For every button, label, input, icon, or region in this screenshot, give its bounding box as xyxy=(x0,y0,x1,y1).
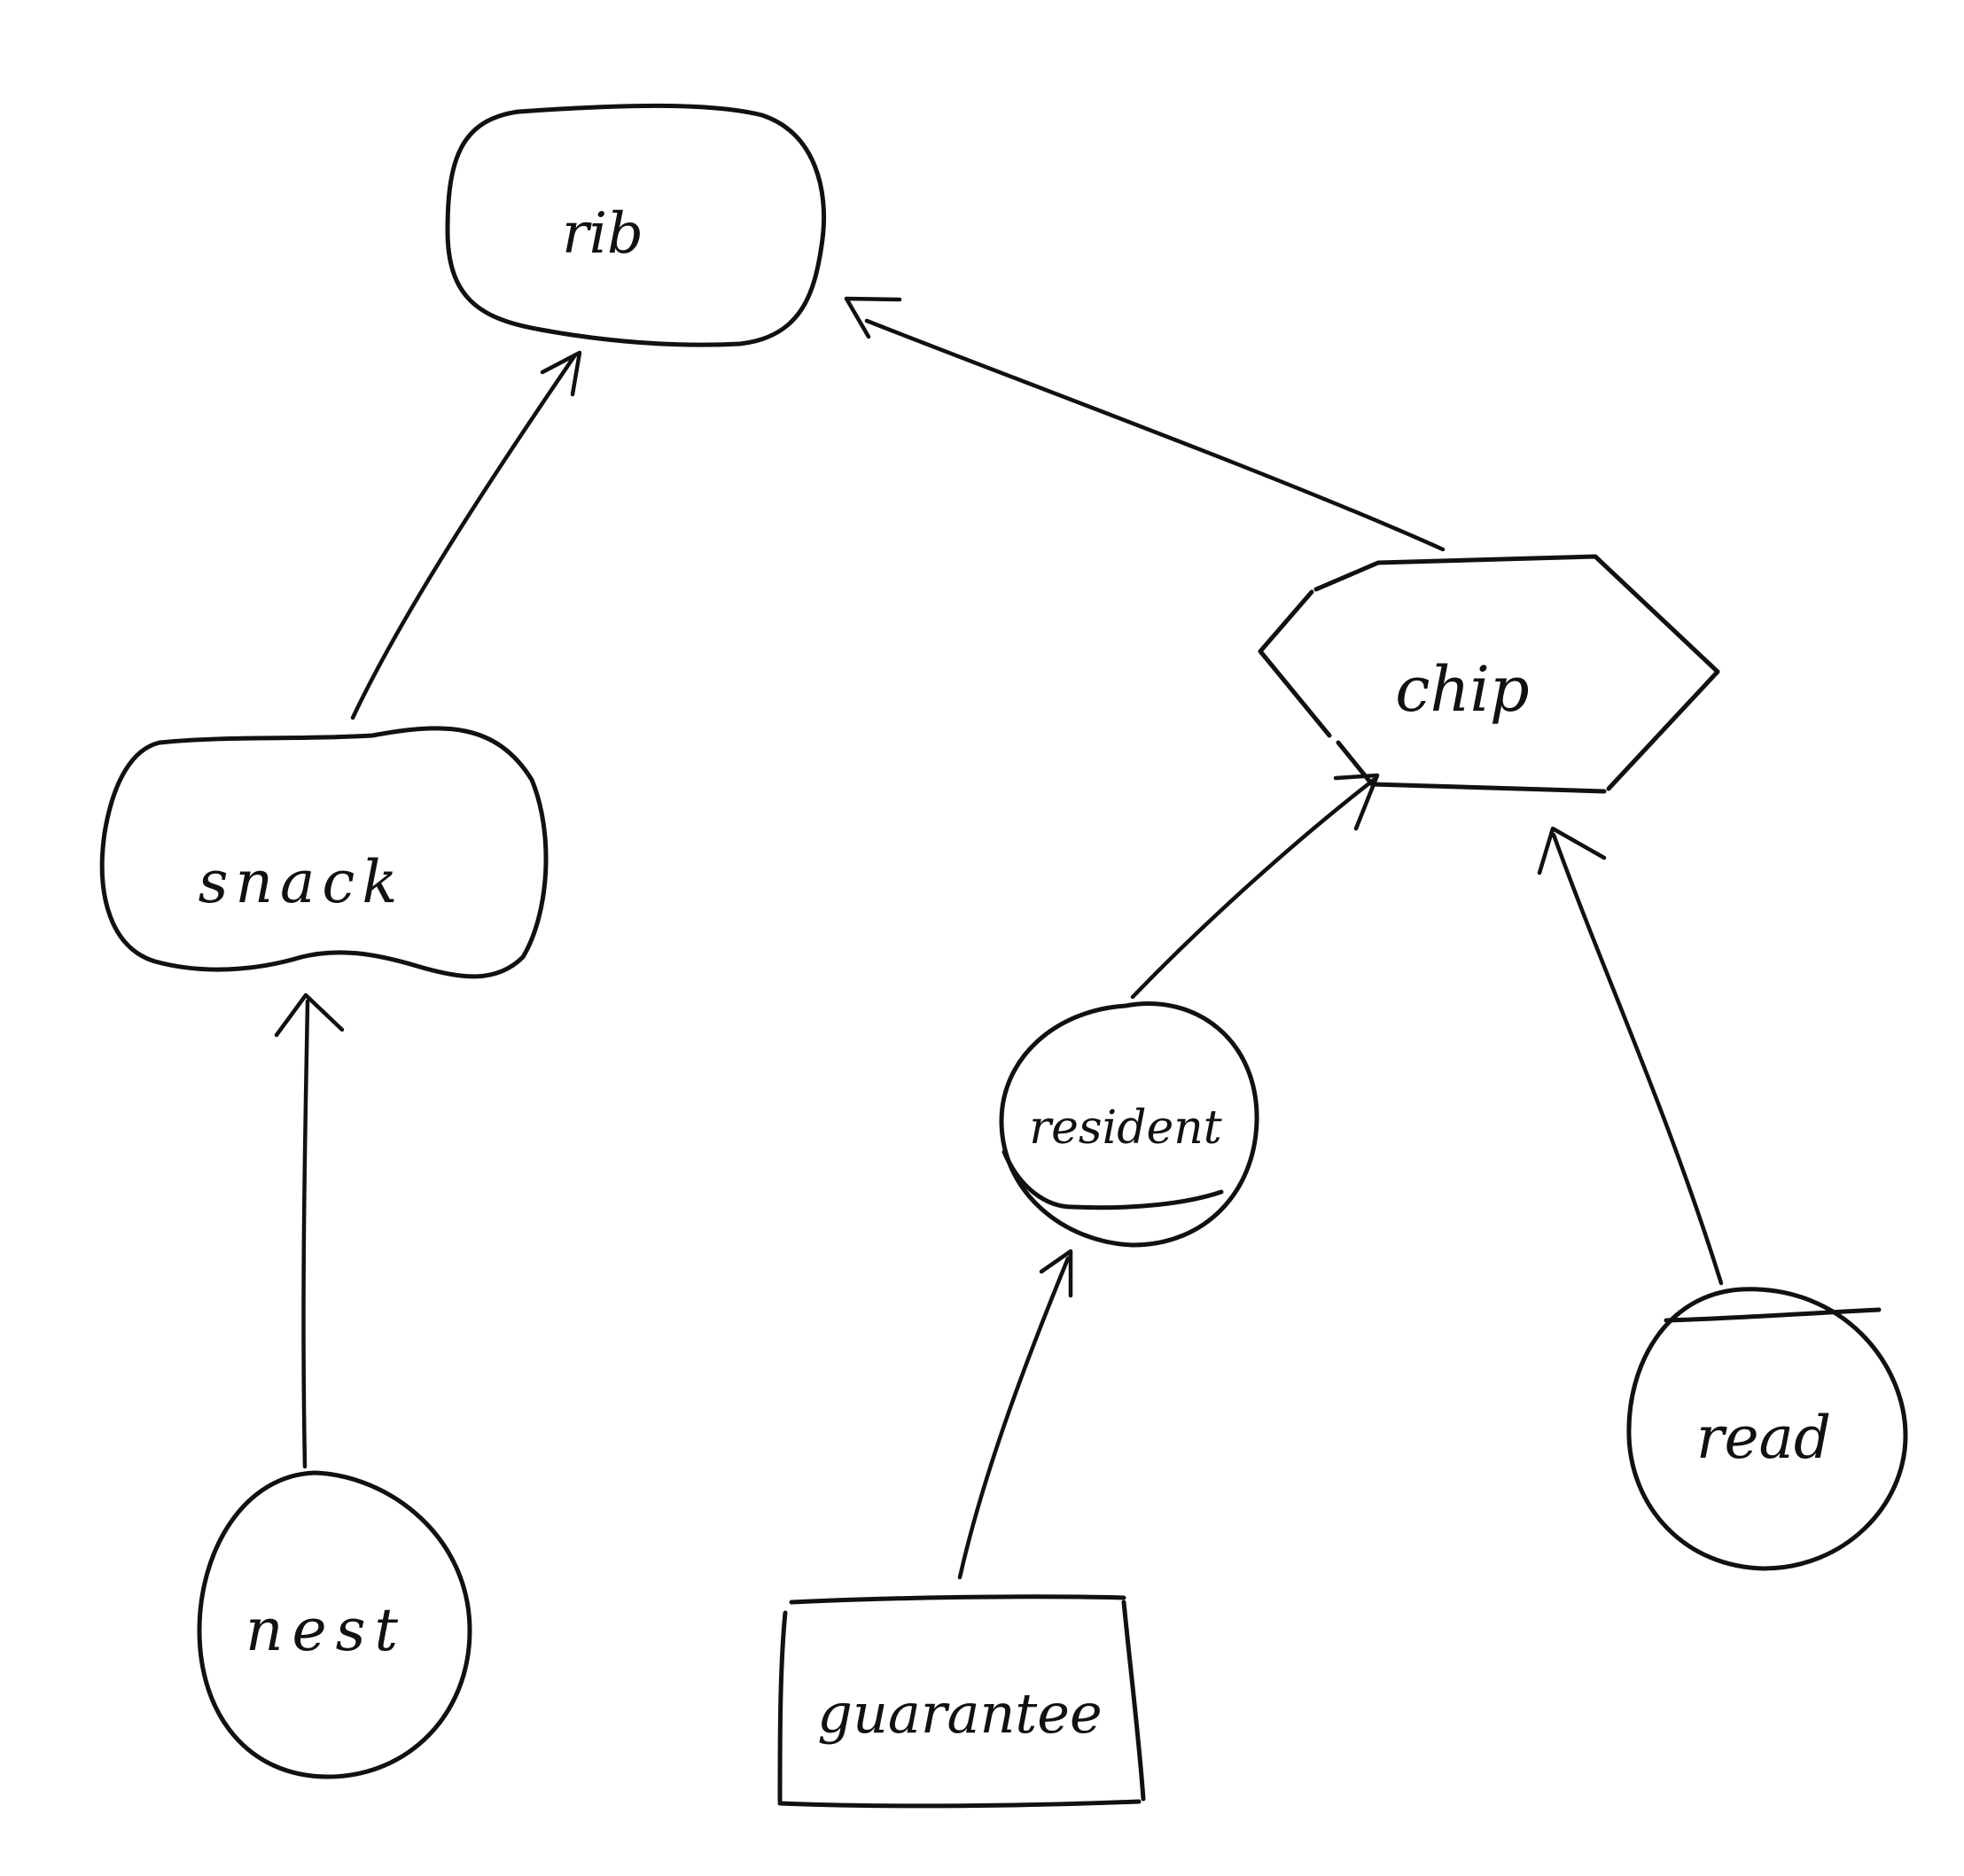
node-label: snack xyxy=(199,848,405,916)
blob-shape xyxy=(99,726,549,979)
node-snack[interactable]: snack xyxy=(99,726,549,979)
node-rib[interactable]: rib xyxy=(445,103,827,347)
circle-shape xyxy=(999,1001,1259,1248)
node-label: nest xyxy=(246,1596,407,1664)
node-chip[interactable]: chip xyxy=(1258,554,1720,794)
node-label: guarantee xyxy=(817,1681,1102,1746)
node-resident[interactable]: resident xyxy=(999,1001,1259,1248)
edge-read-to-chip[interactable] xyxy=(1537,826,1724,1286)
edge-snack-to-rib[interactable] xyxy=(350,350,582,720)
edges xyxy=(274,296,1724,1580)
node-nest[interactable]: nest xyxy=(197,1470,472,1779)
top-chord xyxy=(1664,1307,1882,1323)
edge-resident-to-chip[interactable] xyxy=(1130,773,1380,1000)
node-guarantee[interactable]: guarantee xyxy=(777,1594,1146,1809)
node-read[interactable]: read xyxy=(1626,1287,1908,1571)
node-label: rib xyxy=(562,201,643,267)
circle-shape xyxy=(1626,1287,1908,1571)
rounded-rect-shape xyxy=(445,103,827,347)
node-label: chip xyxy=(1395,653,1529,726)
edge-chip-to-rib[interactable] xyxy=(844,296,1446,552)
node-label: resident xyxy=(1029,1101,1221,1155)
bottom-chord xyxy=(1001,1149,1224,1210)
edge-guarantee-to-resident[interactable] xyxy=(957,1249,1073,1580)
node-label: read xyxy=(1696,1404,1831,1472)
hexagon-shape xyxy=(1258,554,1720,794)
edge-nest-to-snack[interactable] xyxy=(274,992,345,1469)
circle-shape xyxy=(197,1470,472,1779)
rectangle-shape xyxy=(777,1594,1146,1809)
